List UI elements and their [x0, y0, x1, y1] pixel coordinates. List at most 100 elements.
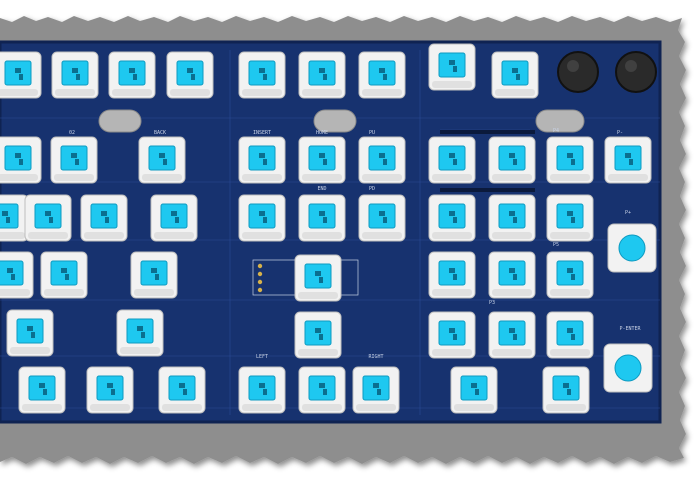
mechanical-switch-icon: [50, 136, 98, 184]
mechanical-switch-icon: [298, 51, 346, 99]
switch-stem-detail: [449, 211, 457, 223]
mechanical-switch-icon: [358, 51, 406, 99]
switch-matrix: [0, 43, 657, 414]
switch-base: [432, 174, 472, 181]
switch-base: [492, 174, 532, 181]
silkscreen-label: HOME: [316, 130, 328, 136]
mechanical-switch-icon: [607, 223, 657, 273]
switch-base: [546, 404, 586, 411]
switch-base: [142, 174, 182, 181]
switch-base: [90, 404, 130, 411]
mechanical-switch-icon: [80, 194, 128, 242]
silkscreen-label: LEFT: [256, 354, 268, 360]
switch-stem-detail: [101, 211, 109, 223]
mechanical-switch-icon: [0, 251, 34, 299]
switch-stem-detail: [319, 68, 327, 80]
mechanical-switch-icon: [51, 51, 99, 99]
switch-base: [44, 289, 84, 296]
switch-base: [22, 404, 62, 411]
switch-stem-detail: [61, 268, 69, 280]
switch-stem: [618, 234, 646, 262]
switch-base: [362, 232, 402, 239]
mechanical-switch-icon: [238, 194, 286, 242]
switch-base: [298, 292, 338, 299]
switch-base: [454, 404, 494, 411]
silkscreen-label: P3: [489, 300, 495, 306]
mechanical-switch-icon: [358, 194, 406, 242]
silkscreen-label: P-ENTER: [619, 326, 641, 332]
switch-stem-detail: [449, 153, 457, 165]
rotary-knob-icon: [557, 51, 599, 93]
switch-base: [432, 349, 472, 356]
silkscreen-label: P4: [553, 128, 559, 134]
mechanical-switch-icon: [150, 194, 198, 242]
switch-base: [28, 232, 68, 239]
switch-base: [0, 89, 38, 96]
mechanical-switch-icon: [546, 251, 594, 299]
mechanical-switch-icon: [86, 366, 134, 414]
switch-stem-detail: [71, 153, 79, 165]
mechanical-switch-icon: [358, 136, 406, 184]
switch-stem-detail: [259, 211, 267, 223]
mechanical-switch-icon: [298, 136, 346, 184]
switch-base: [55, 89, 95, 96]
switch-stem-detail: [315, 271, 323, 283]
pcb-outline: [0, 40, 662, 424]
switch-base: [550, 289, 590, 296]
mechanical-switch-icon: [294, 254, 342, 302]
mechanical-switch-icon: [238, 136, 286, 184]
switch-stem-detail: [179, 383, 187, 395]
switch-stem-detail: [129, 68, 137, 80]
switch-base: [492, 232, 532, 239]
switch-stem-detail: [512, 68, 520, 80]
switch-base: [608, 174, 648, 181]
mechanical-switch-icon: [130, 251, 178, 299]
switch-stem-detail: [379, 68, 387, 80]
switch-base: [242, 404, 282, 411]
silkscreen-label: END: [317, 186, 326, 192]
switch-stem-detail: [39, 383, 47, 395]
switch-base: [242, 89, 282, 96]
switch-base: [242, 174, 282, 181]
switch-base: [302, 404, 342, 411]
switch-base: [362, 174, 402, 181]
mechanical-switch-icon: [428, 194, 476, 242]
switch-stem-detail: [449, 328, 457, 340]
switch-stem-detail: [171, 211, 179, 223]
mechanical-switch-icon: [24, 194, 72, 242]
switch-base: [10, 347, 50, 354]
switch-stem-detail: [509, 211, 517, 223]
mechanical-switch-icon: [0, 136, 42, 184]
mechanical-switch-icon: [546, 194, 594, 242]
mechanical-switch-icon: [298, 194, 346, 242]
switch-stem-detail: [72, 68, 80, 80]
mechanical-switch-icon: [0, 194, 29, 242]
mechanical-switch-icon: [428, 43, 476, 91]
mounting-slot-icon: [313, 109, 357, 133]
switch-stem-detail: [107, 383, 115, 395]
mounting-slot-icon: [535, 109, 585, 133]
switch-stem-detail: [159, 153, 167, 165]
mechanical-switch-icon: [108, 51, 156, 99]
switch-base: [432, 289, 472, 296]
mechanical-switch-icon: [40, 251, 88, 299]
switch-base: [550, 349, 590, 356]
silkscreen-label: RIGHT: [368, 354, 383, 360]
switch-stem-detail: [187, 68, 195, 80]
switch-base: [362, 89, 402, 96]
knob-highlight: [625, 60, 637, 72]
switch-stem-detail: [449, 268, 457, 280]
switch-stem-detail: [259, 153, 267, 165]
silkscreen-label: PU: [369, 130, 375, 136]
silkscreen-label: BACK: [154, 130, 166, 136]
switch-stem-detail: [379, 211, 387, 223]
switch-stem-detail: [259, 68, 267, 80]
switch-stem-detail: [567, 211, 575, 223]
rotary-knob-icon: [615, 51, 657, 93]
silkscreen-label: PD: [369, 186, 375, 192]
switch-stem-detail: [15, 153, 23, 165]
pad: [257, 271, 263, 277]
